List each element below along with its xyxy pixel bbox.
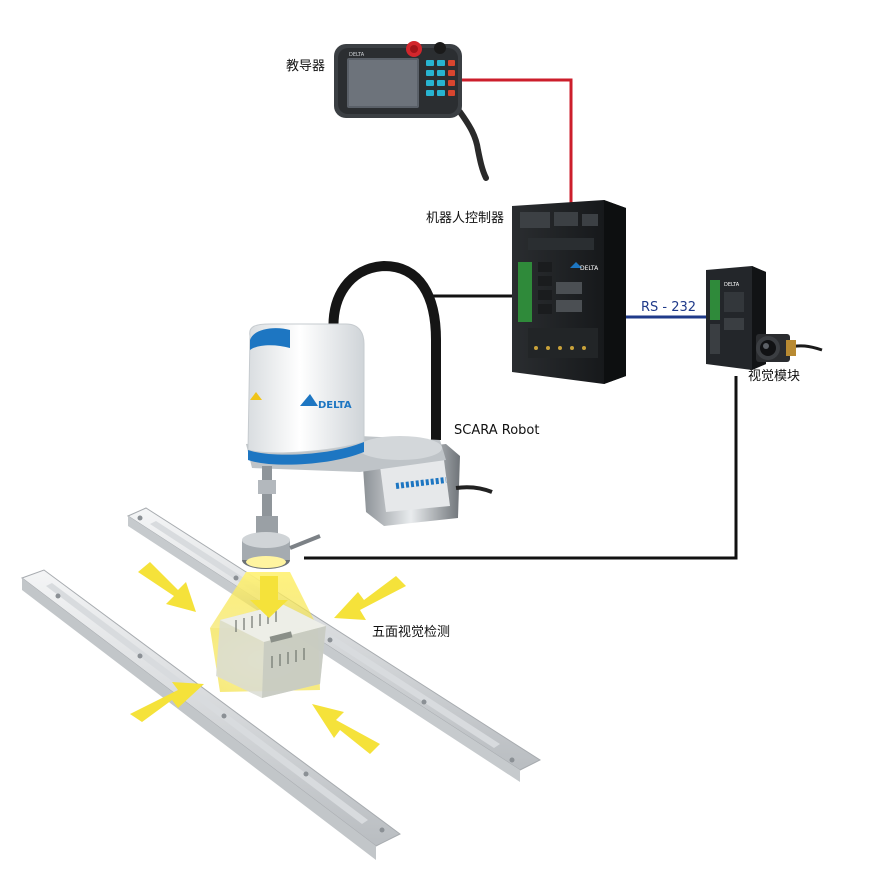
robot-controller-label: 机器人控制器 — [426, 211, 505, 226]
five-face-inspection-label: 五面视觉检测 — [372, 625, 451, 640]
inspected-part — [216, 604, 326, 698]
vision-camera-link — [304, 376, 738, 560]
conveyor-rail-front — [20, 569, 401, 860]
inspection-arrow-left-upper — [138, 562, 196, 612]
vision-module-label: 视觉模块 — [748, 369, 801, 384]
vision-logo-text: DELTA — [724, 282, 740, 288]
vision-module: DELTA — [706, 266, 766, 370]
inspection-arrow-right-lower — [312, 704, 380, 754]
teach-pendant-label: 教导器 — [286, 59, 326, 74]
scara-robot-label: SCARA Robot — [454, 423, 540, 438]
teach-pendant-link — [461, 78, 573, 203]
inspection-arrow-top — [250, 576, 288, 618]
controller-logo-text: DELTA — [580, 265, 599, 272]
rs232-label: RS - 232 — [641, 300, 697, 315]
scara-robot: DELTA — [242, 260, 493, 569]
conveyor-rail-back — [126, 507, 542, 782]
robot-controller: DELTA — [512, 200, 626, 384]
pendant-logo-text: DELTA — [349, 52, 365, 58]
robot-logo-text: DELTA — [318, 400, 352, 411]
camera — [756, 334, 823, 362]
teach-pendant: DELTA — [334, 41, 489, 181]
inspection-arrow-left-lower — [130, 682, 204, 722]
inspection-arrow-right-upper — [334, 576, 406, 620]
